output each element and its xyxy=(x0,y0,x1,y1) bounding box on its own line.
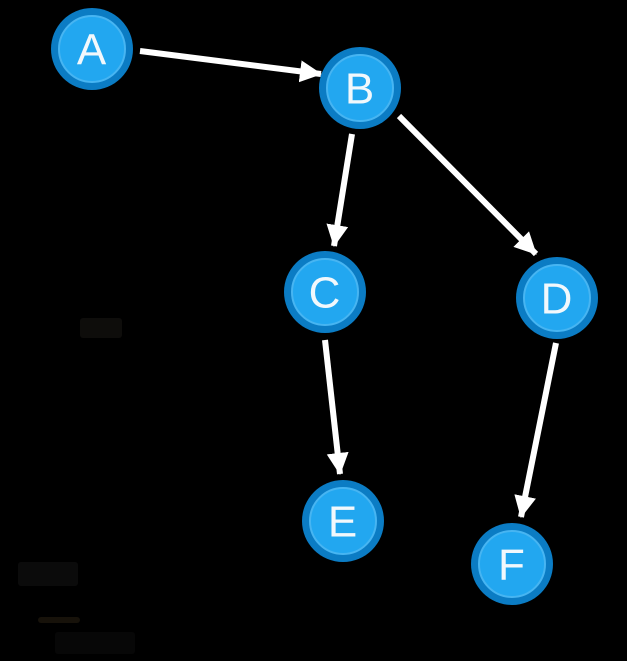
edge-D-F xyxy=(514,342,559,518)
node-A[interactable]: A xyxy=(51,8,133,90)
artifact-smudge xyxy=(80,318,122,338)
node-fill xyxy=(523,264,591,332)
nodes-layer: A B C D E F xyxy=(51,8,598,605)
node-fill xyxy=(478,530,546,598)
edge-B-C xyxy=(326,133,355,247)
node-fill xyxy=(309,487,377,555)
artifact-smudge xyxy=(18,562,78,586)
edges-layer xyxy=(139,48,559,518)
node-C[interactable]: C xyxy=(284,251,366,333)
node-B[interactable]: B xyxy=(319,47,401,129)
node-fill xyxy=(58,15,126,83)
node-E[interactable]: E xyxy=(302,480,384,562)
artifact-smudge xyxy=(38,617,80,623)
node-fill xyxy=(291,258,359,326)
edge-C-E xyxy=(322,339,349,475)
node-fill xyxy=(326,54,394,122)
artifacts-layer xyxy=(18,318,135,654)
node-D[interactable]: D xyxy=(516,257,598,339)
edge-A-B xyxy=(139,48,322,83)
edge-B-D xyxy=(396,113,539,257)
node-F[interactable]: F xyxy=(471,523,553,605)
artifact-smudge xyxy=(55,632,135,654)
